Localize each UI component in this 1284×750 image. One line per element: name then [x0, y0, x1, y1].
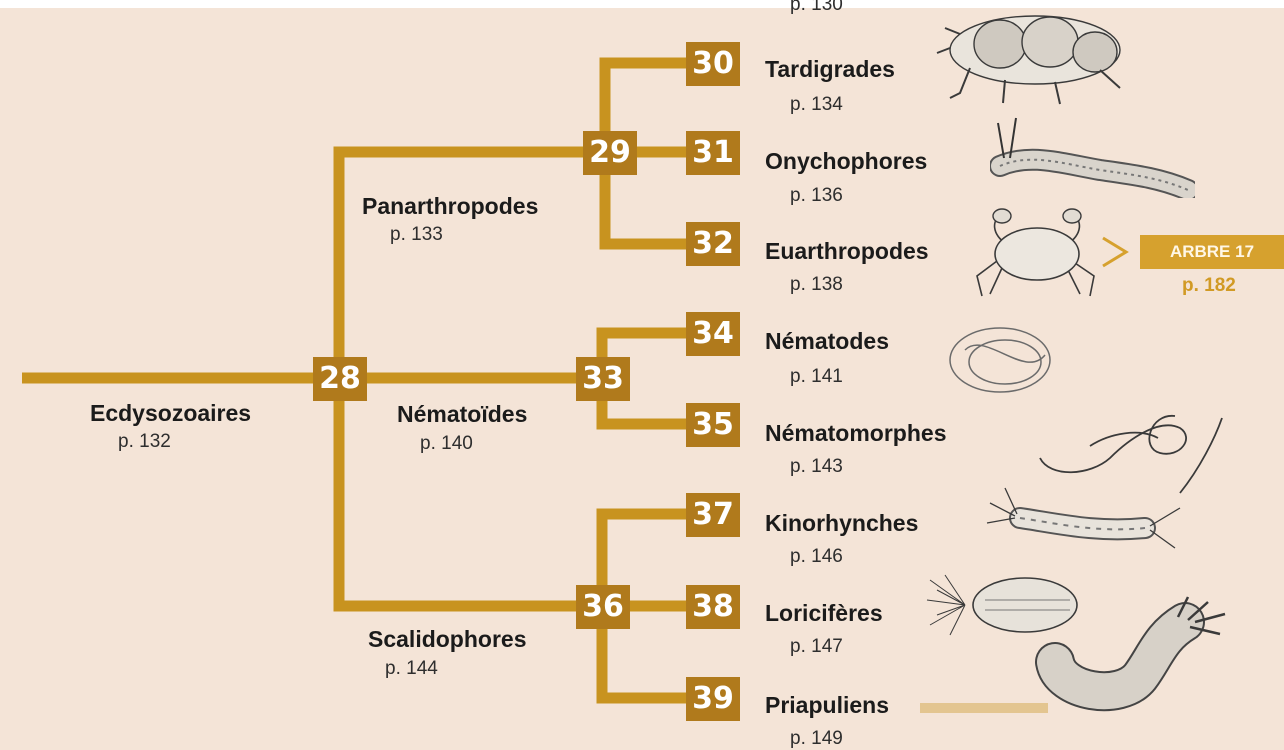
- clade-page-panarthropodes: p. 133: [390, 224, 443, 246]
- taxon-label-tardigrades: Tardigrades: [765, 56, 895, 83]
- node-33: 33: [576, 357, 630, 401]
- clade-label-ecdysozoaires: Ecdysozoaires: [90, 400, 251, 427]
- taxon-page-nematodes: p. 141: [790, 366, 843, 388]
- taxon-page-nematomorphes: p. 143: [790, 456, 843, 478]
- node-28: 28: [313, 357, 367, 401]
- taxon-page-priapuliens: p. 149: [790, 728, 843, 750]
- priapulid-illustration: [1030, 592, 1235, 712]
- crossref-tree-box[interactable]: ARBRE 17: [1140, 235, 1284, 269]
- chevron-right-icon: [1103, 238, 1126, 266]
- taxon-label-euarthropodes: Euarthropodes: [765, 238, 929, 265]
- node-37: 37: [686, 493, 740, 537]
- taxon-label-onychophores: Onychophores: [765, 148, 927, 175]
- branch-28-29: [339, 152, 610, 378]
- taxon-page-euarthropodes: p. 138: [790, 274, 843, 296]
- taxon-page-loriciferes: p. 147: [790, 636, 843, 658]
- node-34: 34: [686, 312, 740, 356]
- taxon-page-tardigrades: p. 134: [790, 94, 843, 116]
- node-29: 29: [583, 131, 637, 175]
- node-39: 39: [686, 677, 740, 721]
- node-38: 38: [686, 585, 740, 629]
- clade-label-panarthropodes: Panarthropodes: [362, 193, 538, 220]
- clade-page-ecdysozoaires: p. 132: [118, 431, 171, 453]
- taxon-label-kinorhynches: Kinorhynches: [765, 510, 918, 537]
- taxon-label-loriciferes: Loricifères: [765, 600, 883, 627]
- clade-label-nematoides: Nématoïdes: [397, 401, 527, 428]
- node-32: 32: [686, 222, 740, 266]
- taxon-label-nematomorphes: Nématomorphes: [765, 420, 946, 447]
- clade-page-scalidophores: p. 144: [385, 658, 438, 680]
- node-36: 36: [576, 585, 630, 629]
- crossref-page[interactable]: p. 182: [1182, 275, 1236, 297]
- kinorhynch-illustration: [985, 478, 1185, 578]
- taxon-page-onychophores: p. 136: [790, 185, 843, 207]
- node-35: 35: [686, 403, 740, 447]
- crab-illustration: [972, 206, 1102, 301]
- taxon-label-nematodes: Nématodes: [765, 328, 889, 355]
- clade-page-nematoides: p. 140: [420, 433, 473, 455]
- clade-label-scalidophores: Scalidophores: [368, 626, 526, 653]
- tardigrade-illustration: [935, 8, 1130, 108]
- velvet-worm-illustration: [990, 108, 1195, 198]
- priapuliens-connector-bar: [920, 703, 1048, 713]
- node-31: 31: [686, 131, 740, 175]
- node-30: 30: [686, 42, 740, 86]
- top-partial-page-ref: p. 130: [790, 0, 843, 16]
- taxon-label-priapuliens: Priapuliens: [765, 692, 889, 719]
- nematode-illustration: [945, 320, 1060, 400]
- taxon-page-kinorhynches: p. 146: [790, 546, 843, 568]
